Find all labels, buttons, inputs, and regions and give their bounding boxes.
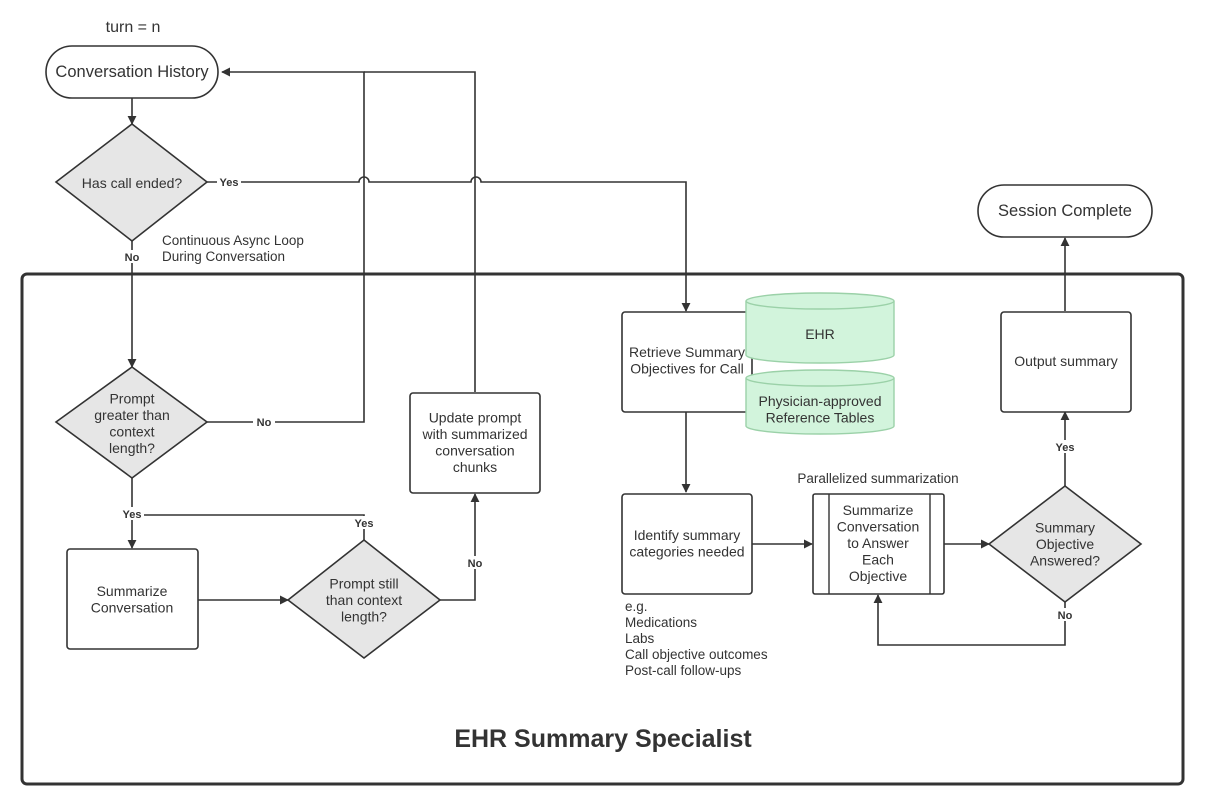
edge-prompt-greater-no: [207, 67, 365, 423]
node-label-line: length?: [109, 440, 155, 456]
identify-categories-node: [621, 493, 753, 595]
retrieve-objectives-node: [621, 311, 753, 413]
node-label-line: Identify summary: [634, 527, 741, 543]
node-label-line: Prompt: [109, 390, 154, 406]
node-label-line: Objectives for Call: [630, 360, 744, 376]
node-label-line: Has call ended?: [82, 175, 183, 191]
objective-answered-decision: [987, 484, 1143, 604]
edge-label-answered-yes: Yes: [1053, 440, 1077, 454]
update-prompt-node: [409, 392, 541, 494]
svg-text:No: No: [125, 252, 140, 264]
node-label-line: Retrieve Summary: [629, 344, 745, 360]
ehr-database-label: EHR: [805, 326, 835, 342]
conversation-history-node: [45, 45, 219, 99]
prompt-still-decision: [286, 538, 442, 660]
node-label-line: than context: [326, 592, 402, 608]
svg-text:No: No: [257, 417, 272, 429]
node-label-line: chunks: [453, 459, 497, 475]
edge-label-prompt-greater-no: No: [253, 415, 275, 429]
edge-prompt-still-yes: [132, 514, 365, 540]
container-title: EHR Summary Specialist: [454, 725, 752, 753]
node-label-line: with summarized: [421, 426, 527, 442]
node-label-line: Objective: [849, 568, 908, 584]
node-label-line: Objective: [1036, 536, 1095, 552]
reference-tables-database: [745, 369, 895, 435]
has-call-ended-decision: [54, 122, 209, 243]
node-label-line: Update prompt: [429, 409, 522, 425]
summarize-conversation-node: [66, 548, 199, 650]
node-label-line: Output summary: [1014, 353, 1117, 369]
node-label-line: Answered?: [1030, 553, 1100, 569]
node-label-line: Physician-approved: [759, 393, 882, 409]
node-label-line: Conversation: [837, 519, 920, 535]
svg-text:No: No: [468, 558, 483, 570]
node-label-line: Summary: [1035, 520, 1095, 536]
output-summary-node: [1000, 311, 1132, 413]
node-label-line: categories needed: [629, 543, 744, 559]
node-label-line: to Answer: [847, 535, 909, 551]
note-line: Continuous Async Loop: [162, 233, 304, 248]
parallel-note: Parallelized summarization: [797, 471, 958, 486]
edge-answered-no: [873, 594, 1066, 646]
edge-call-ended-yes: [207, 176, 691, 312]
svg-text:Yes: Yes: [355, 518, 374, 530]
edge-prompt-still-no: [440, 493, 480, 601]
edges: [127, 67, 1070, 646]
node-label-line: length?: [341, 609, 387, 625]
session-complete-label: Session Complete: [998, 202, 1132, 220]
prompt-greater-decision: [54, 366, 209, 479]
note-line: Medications: [625, 615, 697, 630]
edge-update-to-history: [364, 71, 476, 392]
node-label-line: Reference Tables: [766, 409, 875, 425]
svg-text:Yes: Yes: [1056, 442, 1075, 454]
edge-label-prompt-greater-yes: Yes: [120, 507, 144, 521]
output-summary-label: Output summary: [1014, 353, 1117, 369]
node-label-line: Prompt still: [329, 576, 398, 592]
svg-text:Yes: Yes: [220, 177, 239, 189]
node-label-line: Summarize: [97, 583, 168, 599]
note-line: Post-call follow-ups: [625, 663, 742, 678]
node-label-line: conversation: [435, 442, 514, 458]
node-label-line: EHR: [805, 326, 835, 342]
note-line: During Conversation: [162, 249, 285, 264]
summarize-objective-node: [812, 493, 945, 595]
svg-text:No: No: [1058, 610, 1073, 622]
node-label-line: Conversation: [91, 599, 174, 615]
edge-label-call-ended-no: No: [121, 250, 143, 264]
node-label-line: greater than: [94, 407, 170, 423]
note-line: Call objective outcomes: [625, 647, 768, 662]
node-label-line: context: [109, 423, 154, 439]
note-line: Labs: [625, 631, 655, 646]
conversation-history-label: Conversation History: [55, 63, 209, 81]
turn-label: turn = n: [106, 19, 161, 36]
edge-label-prompt-still-yes: Yes: [352, 516, 376, 530]
svg-text:Yes: Yes: [123, 509, 142, 521]
edge-label-call-ended-yes: Yes: [217, 175, 241, 189]
node-label-line: Summarize: [843, 502, 914, 518]
session-complete-node: [977, 184, 1153, 238]
node-label-line: Each: [862, 552, 894, 568]
note-line: e.g.: [625, 599, 648, 614]
edge-label-prompt-still-no: No: [464, 556, 486, 570]
edge-label-answered-no: No: [1054, 608, 1076, 622]
ehr-database: [745, 292, 895, 364]
has-call-ended-label: Has call ended?: [82, 175, 183, 191]
ehr-summary-specialist-container: [20, 272, 1185, 786]
